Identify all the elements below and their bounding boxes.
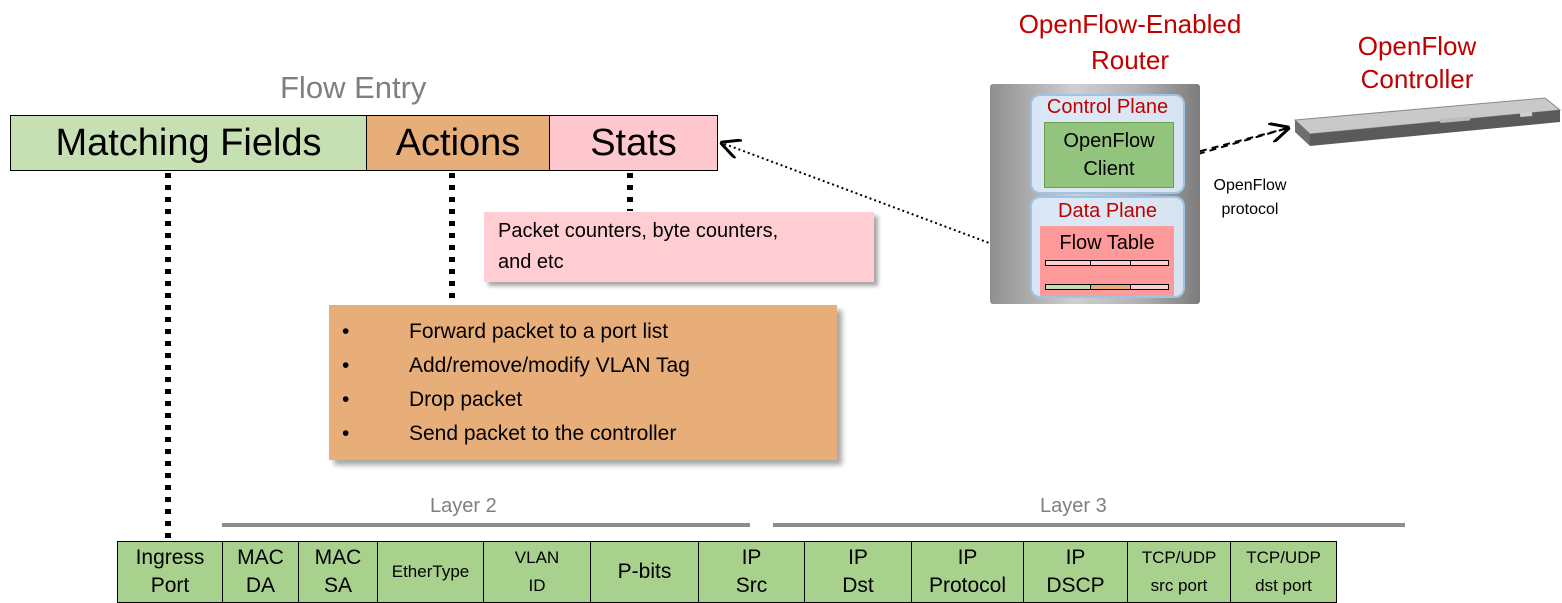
layer3-bracket-line (773, 523, 1405, 527)
action-text: Forward packet to a port list (409, 320, 669, 343)
stats-cell: Stats (550, 116, 717, 170)
field-ip-dscp: IP DSCP (1024, 542, 1128, 603)
action-item: • Send packet to the controller (329, 417, 837, 451)
controller-device-icon (1293, 97, 1562, 146)
bullet-icon: • (342, 422, 350, 445)
field-mac-sa: MAC SA (299, 542, 378, 603)
controller-title: OpenFlow Controller (1322, 30, 1512, 96)
stats-callout-line2: and etc (498, 251, 564, 273)
field-p-bits: P-bits (591, 542, 699, 603)
field-ip-dst: IP Dst (805, 542, 912, 603)
protocol-arrow-to-client (1178, 127, 1289, 157)
flow-table-label: Flow Table (1059, 232, 1155, 254)
header-fields-row: Ingress Port MAC DA MAC SA EtherType VLA… (117, 541, 1337, 603)
stats-callout: Packet counters, byte counters, and etc (484, 212, 874, 282)
controller-title-line1: OpenFlow (1357, 31, 1477, 61)
flow-table-row (1045, 260, 1169, 266)
layer2-label: Layer 2 (430, 495, 497, 517)
router-title-line2: Router (1090, 45, 1170, 75)
router-title-line1: OpenFlow-Enabled (1018, 9, 1242, 39)
router-title: OpenFlow-Enabled Router (1000, 6, 1260, 78)
actions-cell: Actions (367, 116, 550, 170)
action-item: • Drop packet (329, 383, 837, 417)
field-ip-protocol: IP Protocol (912, 542, 1024, 603)
flow-entry-title: Flow Entry (280, 70, 427, 105)
data-plane-label: Data Plane (1058, 200, 1157, 222)
action-item: • Forward packet to a port list (329, 315, 837, 349)
flow-table: Flow Table (1040, 226, 1174, 296)
layer2-bracket-line (222, 523, 750, 527)
field-ip-src: IP Src (699, 542, 805, 603)
client-line1: OpenFlow (1063, 130, 1155, 152)
protocol-line2: protocol (1221, 201, 1279, 218)
action-text: Add/remove/modify VLAN Tag (409, 354, 690, 377)
controller-title-line2: Controller (1360, 64, 1474, 94)
field-vlan-id: VLAN ID (484, 542, 591, 603)
layer3-label: Layer 3 (1040, 495, 1107, 517)
openflow-protocol-label: OpenFlow protocol (1200, 174, 1300, 222)
actions-callout: • Forward packet to a port list • Add/re… (329, 305, 837, 460)
field-ingress-port: Ingress Port (118, 542, 223, 603)
control-plane-label: Control Plane (1046, 96, 1169, 118)
field-tcp-udp-src-port: TCP/UDP src port (1128, 542, 1231, 603)
bullet-icon: • (342, 388, 350, 411)
bullet-icon: • (342, 354, 350, 377)
flowtable-to-stats-arrow (722, 143, 1041, 263)
action-item: • Add/remove/modify VLAN Tag (329, 349, 837, 383)
flow-table-row (1045, 284, 1169, 290)
field-tcp-udp-dst-port: TCP/UDP dst port (1231, 542, 1337, 603)
protocol-line1: OpenFlow (1213, 177, 1287, 194)
field-ethertype: EtherType (378, 542, 484, 603)
action-text: Drop packet (409, 388, 523, 411)
client-line2: Client (1083, 158, 1135, 180)
bullet-icon: • (342, 320, 350, 343)
action-text: Send packet to the controller (409, 422, 677, 445)
field-mac-da: MAC DA (223, 542, 299, 603)
stats-callout-line1: Packet counters, byte counters, (498, 220, 779, 242)
flow-entry-bar: Matching Fields Actions Stats (10, 115, 718, 171)
openflow-client: OpenFlow Client (1044, 122, 1174, 188)
matching-fields-cell: Matching Fields (11, 116, 367, 170)
